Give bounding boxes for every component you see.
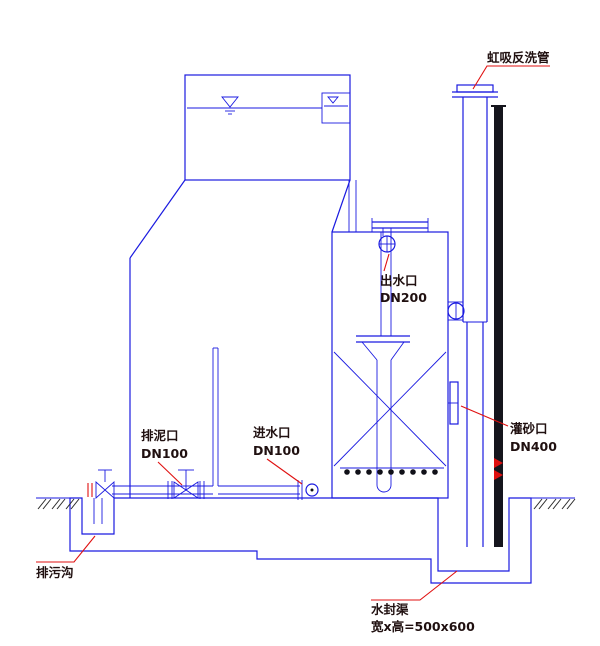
label-water-seal: 水封渠 <box>371 602 409 617</box>
backwash-pipe-dark <box>491 105 506 547</box>
water-level-symbol <box>221 96 239 115</box>
siphon-pipe <box>447 84 498 547</box>
label-inlet-size: DN100 <box>253 443 300 458</box>
leader-inlet <box>266 458 303 485</box>
label-sand-port-size: DN400 <box>510 439 557 454</box>
foundation-concrete <box>69 497 532 584</box>
drain-valve <box>87 469 130 524</box>
leader-water-seal <box>371 570 458 601</box>
label-outlet: 出水口 <box>380 273 418 288</box>
leader-drain-ditch <box>36 535 96 563</box>
inner-wall <box>212 347 219 486</box>
filter-chamber <box>331 218 459 499</box>
label-drain-ditch: 排污沟 <box>36 565 74 580</box>
label-water-seal-dimensions: 宽x高=500x600 <box>370 619 475 634</box>
upper-tank <box>184 74 351 181</box>
tank-body <box>129 179 357 498</box>
sludge-valve <box>130 469 213 499</box>
leader-sand-port <box>460 405 509 427</box>
red-marker-lower <box>494 470 503 480</box>
label-sludge: 排泥口 <box>141 428 179 443</box>
top-flange <box>371 218 429 232</box>
center-pipe <box>356 232 410 493</box>
annotation-labels: 虹吸反洗管 出水口 DN200 排泥口 DN100 进水口 DN100 灌砂口 … <box>36 50 557 634</box>
leader-outlet <box>383 253 390 272</box>
outlet-port-symbol <box>378 228 396 253</box>
label-outlet-size: DN200 <box>380 290 427 305</box>
ground-hatch-right <box>533 498 576 510</box>
ground-hatch-left <box>37 498 80 510</box>
inlet-pipe <box>218 480 319 500</box>
annotation-leaders <box>36 65 550 601</box>
valve-junction <box>447 301 465 321</box>
leader-siphon-backwash <box>472 65 550 90</box>
leader-sludge <box>157 461 183 486</box>
sand-port-flange <box>448 381 459 425</box>
cross-brace <box>333 351 447 467</box>
nozzle-row <box>340 467 444 475</box>
overflow-weir-box <box>321 92 351 124</box>
label-inlet: 进水口 <box>253 425 291 440</box>
red-marker-upper <box>494 458 503 468</box>
label-sludge-size: DN100 <box>141 446 188 461</box>
label-siphon-backwash: 虹吸反洗管 <box>487 50 550 65</box>
label-sand-port: 灌砂口 <box>509 421 548 436</box>
